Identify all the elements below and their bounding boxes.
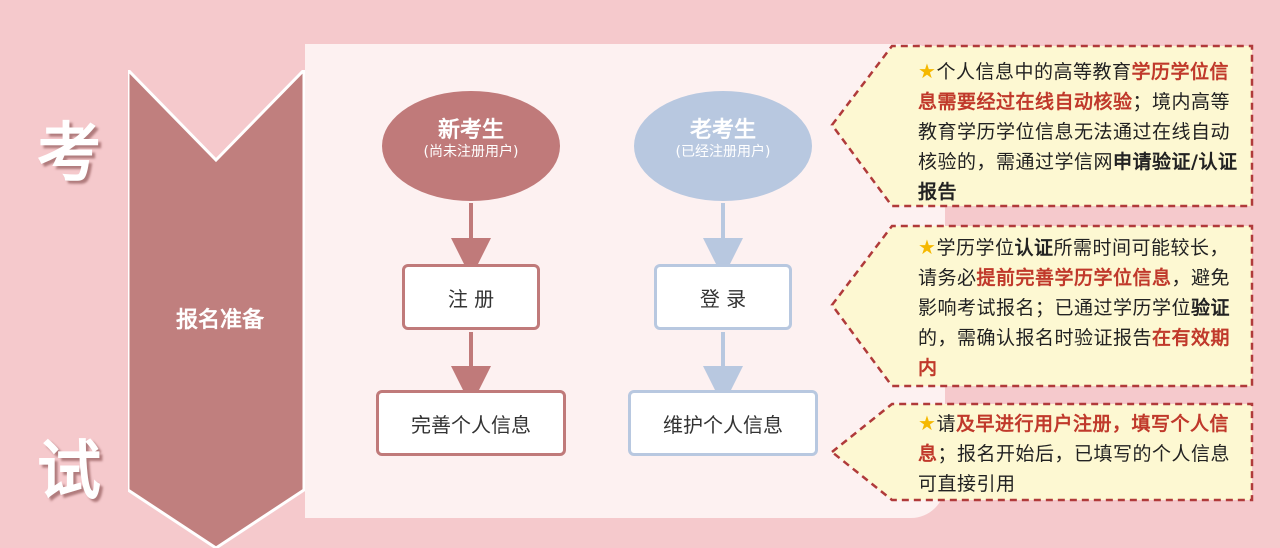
note-2-shape [830, 224, 1254, 388]
stage-label: 报名准备 [175, 308, 264, 333]
new-candidate-label: 新考生 (尚未注册用户) [382, 118, 560, 161]
new-candidate-ellipse [382, 91, 560, 201]
note-1-seg-3: 申请验证/认证报告 [918, 151, 1238, 203]
note-2-seg-4: ，避免影响考试报名；已通过学历学位 [918, 267, 1231, 319]
note-3-seg-0: 请 [936, 413, 956, 435]
note-2-seg-2: 所需时间可能较长，请务必 [918, 237, 1229, 289]
old-candidate-ellipse [634, 91, 812, 201]
old-candidate-title: 老考生 [689, 118, 756, 143]
side-char-top: 考 [37, 117, 101, 191]
complete-info-step: 完善个人信息 [376, 390, 566, 456]
note-1-seg-0: 个人信息中的高等教育 [936, 61, 1132, 83]
note-2-seg-0: 学历学位 [936, 237, 1015, 259]
old-candidate-label: 老考生 (已经注册用户) [634, 118, 812, 161]
side-char-bottom: 试 [37, 435, 101, 509]
stage-chevron [128, 70, 306, 548]
star-icon: ★ [918, 235, 937, 259]
maintain-info-step: 维护个人信息 [628, 390, 818, 456]
note-2-seg-3: 提前完善学历学位信息 [976, 267, 1172, 289]
note-3: ★请及早进行用户注册，填写个人信息；报名开始后，已填写的个人信息可直接引用 [918, 408, 1244, 499]
note-2-seg-5: 验证 [1191, 297, 1231, 319]
note-3-seg-1: 及早进行用户注册，填写个人信息 [918, 413, 1229, 465]
star-icon: ★ [918, 59, 937, 83]
register-step: 注 册 [402, 264, 540, 330]
note-1: ★个人信息中的高等教育学历学位信息需要经过在线自动核验；境内高等教育学历学位信息… [918, 56, 1244, 207]
login-step: 登 录 [654, 264, 792, 330]
new-candidate-subtitle: (尚未注册用户) [423, 144, 519, 161]
note-1-shape [830, 44, 1254, 208]
new-candidate-title: 新考生 [437, 118, 504, 143]
old-candidate-subtitle: (已经注册用户) [675, 144, 771, 161]
note-1-seg-1: 学历学位信息需要经过在线自动核验 [918, 61, 1229, 113]
note-1-seg-2: ；境内高等教育学历学位信息无法通过在线自动核验的，需通过学信网 [918, 91, 1231, 173]
note-2-seg-1: 认证 [1014, 237, 1054, 259]
note-2-seg-6: 的，需确认报名时验证报告 [918, 327, 1153, 349]
note-3-seg-2: ；报名开始后，已填写的个人信息可直接引用 [918, 443, 1231, 495]
note-3-shape [829, 402, 1254, 502]
note-2: ★学历学位认证所需时间可能较长，请务必提前完善学历学位信息，避免影响考试报名；已… [918, 232, 1244, 383]
star-icon: ★ [918, 411, 937, 435]
note-2-seg-7: 在有效期内 [918, 327, 1231, 379]
